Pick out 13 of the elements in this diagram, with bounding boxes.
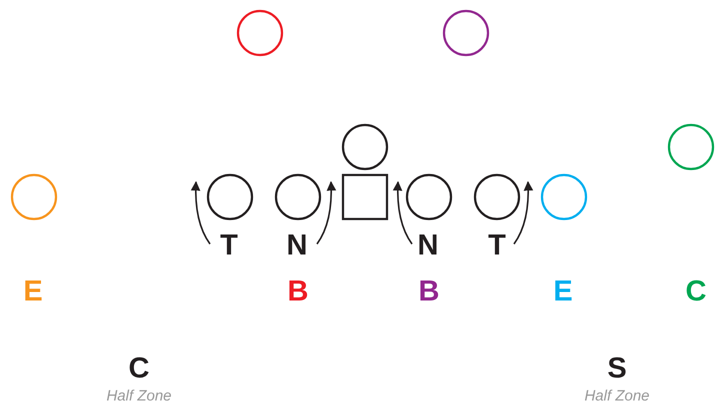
- player-letter: C: [128, 354, 150, 384]
- player-letter: E: [553, 278, 573, 306]
- player-letter: E: [23, 278, 43, 306]
- player-letter: N: [418, 232, 438, 260]
- player-letter: C: [686, 278, 706, 306]
- zone-note: Half Zone: [106, 388, 172, 404]
- player-letter: T: [488, 232, 506, 260]
- player-letter: B: [418, 278, 440, 306]
- player-letter: N: [286, 232, 308, 260]
- zone-note: Half Zone: [584, 388, 650, 404]
- player-letter: T: [220, 232, 238, 260]
- player-letter: B: [288, 278, 308, 306]
- player-letter: S: [607, 354, 627, 384]
